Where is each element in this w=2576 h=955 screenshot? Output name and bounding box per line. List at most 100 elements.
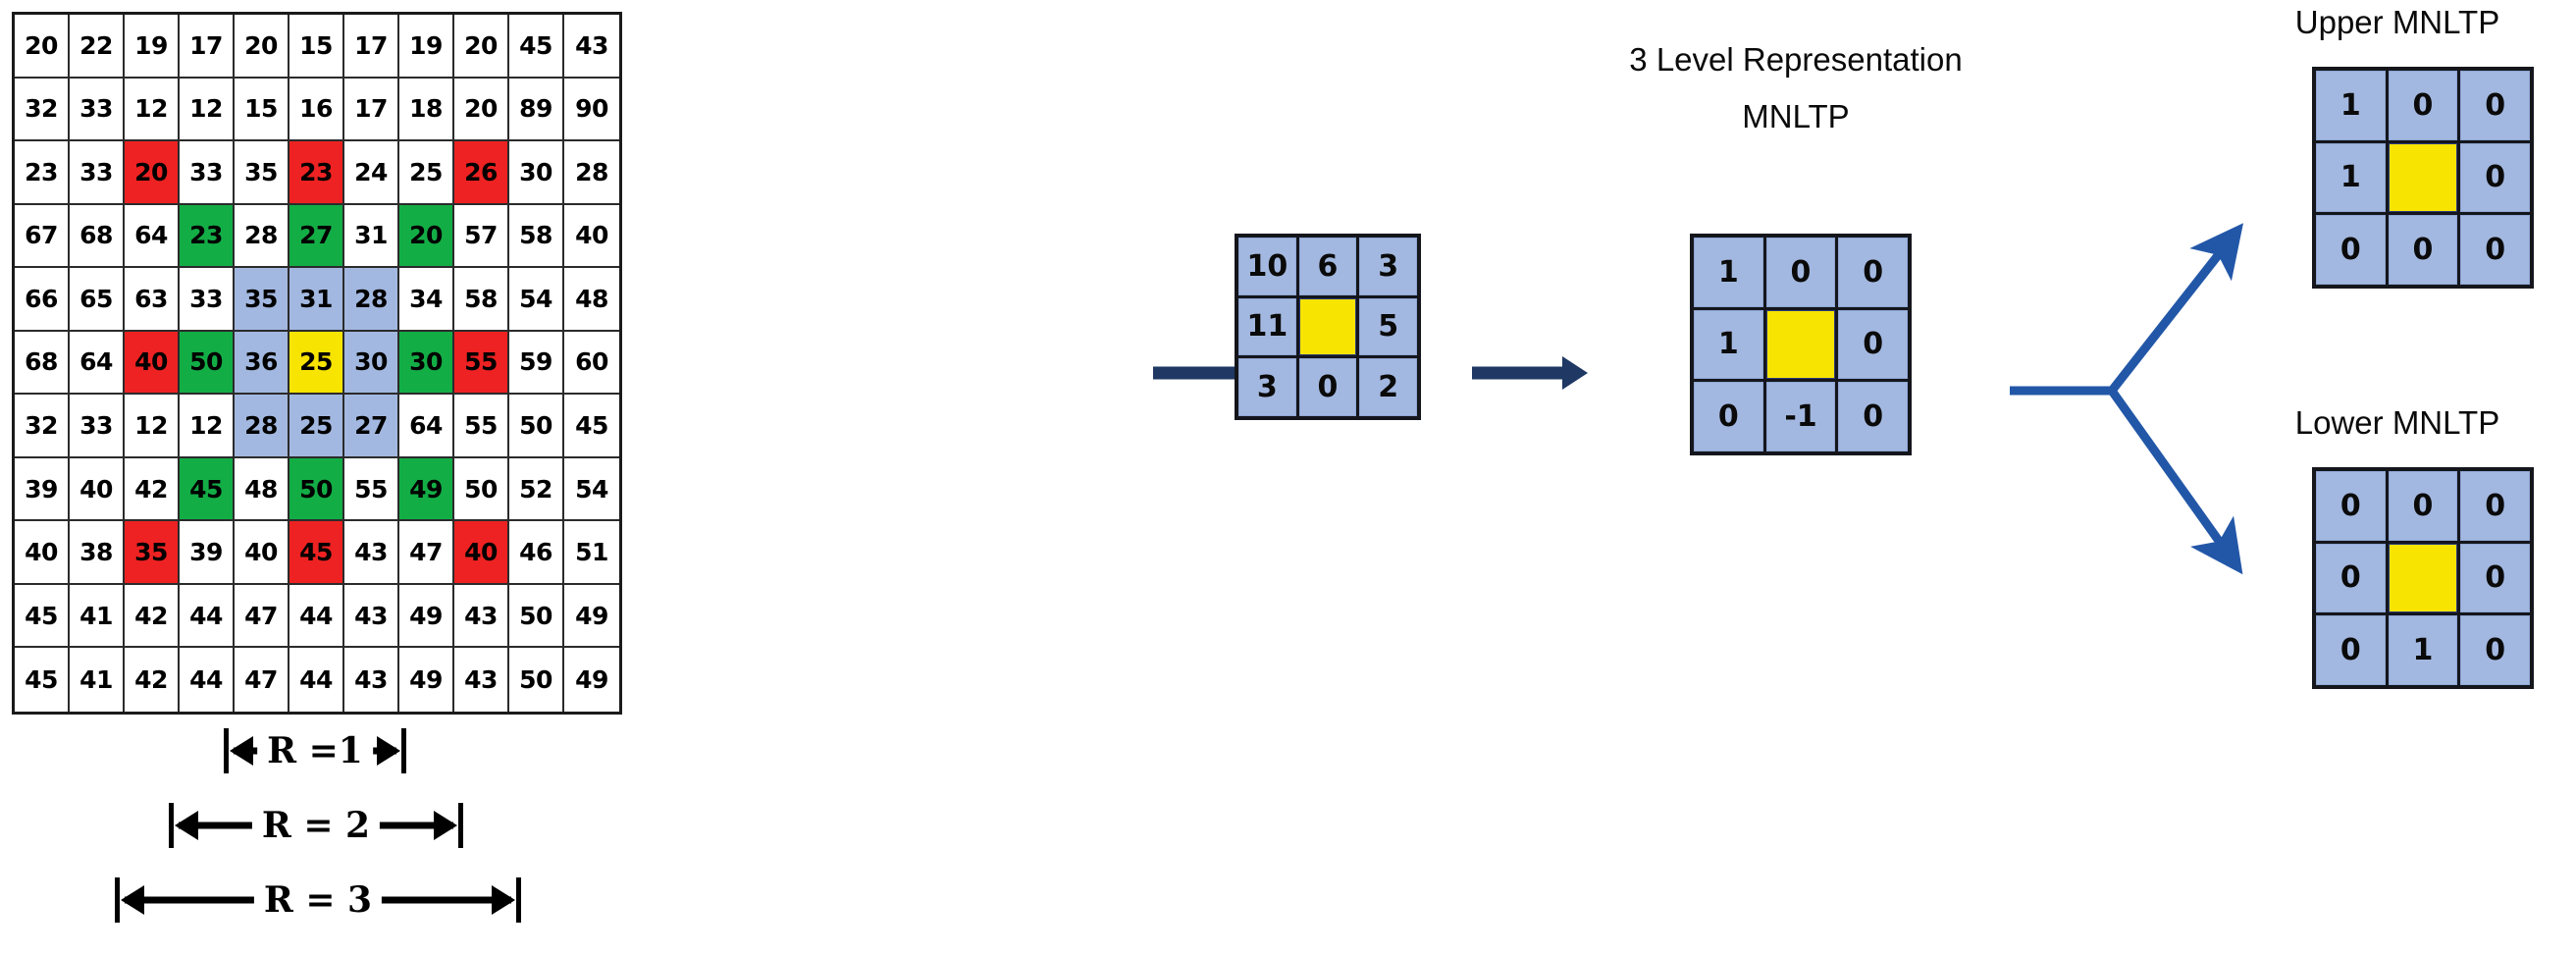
r2-left-arrowhead [175,811,198,840]
pixel-cell: 36 [235,331,289,396]
pixel-cell: 33 [70,78,125,142]
r2-right-cap [458,803,463,848]
matrix-center-cell [1765,309,1836,380]
radius-indicator-r1: R =1 [224,728,406,773]
r2-label: R = 2 [251,805,381,846]
matrix-cell: 1 [2316,71,2386,140]
pixel-cell: 60 [564,331,619,396]
pixel-cell: 33 [180,141,235,205]
pixel-cell: 51 [564,521,619,585]
r1-right-arrowhead [377,736,400,766]
pixel-cell: 54 [564,457,619,522]
r1-left-arrowhead [230,736,253,766]
pixel-cell: 64 [125,204,180,269]
pixel-cell: 45 [289,521,344,585]
r3-left-arrowhead [121,885,144,915]
pixel-cell: 23 [289,141,344,205]
pixel-cell: 30 [509,141,564,205]
pixel-cell: 58 [454,268,509,332]
pixel-cell: 19 [125,15,180,79]
matrix-cell: 1 [2316,142,2386,213]
matrix-cell: 0 [2316,215,2386,285]
r2-left-cap [169,803,174,848]
pixel-cell: 52 [509,457,564,522]
radius-indicator-r2: R = 2 [169,803,463,848]
matrix-cell: 0 [2316,615,2386,685]
matrix-cell: 0 [1694,382,1763,451]
pixel-cell: 67 [15,204,70,269]
pixel-cell: 65 [70,268,125,332]
pixel-cell: 45 [564,395,619,458]
pixel-cell: 35 [235,268,289,332]
pixel-cell: 40 [454,521,509,585]
pixel-cell: 50 [509,648,564,712]
pixel-cell: 68 [70,204,125,269]
pixel-cell: 34 [399,268,454,332]
pixel-cell: 35 [235,141,289,205]
pixel-cell: 45 [15,648,70,712]
matrix-cell: 2 [1359,358,1417,416]
arrow-neighborhood-to-mnltp [1472,355,1588,391]
lower-mnltp-title: Lower MNLTP [2294,404,2500,441]
pixel-cell: 44 [180,648,235,712]
matrix-cell: 0 [1838,382,1908,451]
matrix-cell: 0 [2316,543,2386,613]
matrix-cell: 0 [2388,215,2458,285]
pixel-cell: 49 [564,584,619,649]
pixel-cell: 50 [454,457,509,522]
pixel-cell: 43 [454,648,509,712]
matrix-cell: 6 [1298,238,1357,295]
pixel-cell: 49 [399,457,454,522]
pixel-cell: 19 [399,15,454,79]
matrix-cell: 3 [1238,358,1296,416]
pixel-cell: 20 [454,15,509,79]
mnltp-title-line1: 3 Level Representation [1629,41,1963,78]
pixel-cell: 43 [344,584,399,649]
pixel-cell: 30 [399,331,454,396]
pixel-cell: 48 [235,457,289,522]
pixel-cell: 31 [344,204,399,269]
pixel-cell: 26 [454,141,509,205]
r1-left-cap [224,728,229,773]
matrix-center-cell [2388,142,2458,213]
pixel-cell: 47 [235,648,289,712]
pixel-cell: 24 [344,141,399,205]
pixel-cell: 50 [509,584,564,649]
pixel-cell: 49 [564,648,619,712]
matrix-cell: 0 [2460,543,2530,613]
pixel-cell: 18 [399,78,454,142]
pixel-cell: 39 [180,521,235,585]
pixel-cell: 47 [399,521,454,585]
pixel-cell: 54 [509,268,564,332]
matrix-cell: 0 [2460,215,2530,285]
upper-mnltp-title: Upper MNLTP [2294,4,2500,40]
radius-indicator-r3: R = 3 [115,877,521,923]
pixel-cell: 44 [180,584,235,649]
pixel-cell: 47 [235,584,289,649]
pixel-cell: 59 [509,331,564,396]
pixel-cell: 44 [289,648,344,712]
r2-right-arrowhead [434,811,457,840]
pixel-cell: 48 [564,268,619,332]
pixel-cell: 40 [15,521,70,585]
pixel-cell: 55 [454,331,509,396]
pixel-cell: 33 [70,395,125,458]
matrix-cell: 0 [2460,71,2530,140]
pixel-cell: 50 [509,395,564,458]
matrix-cell: 1 [1694,238,1763,307]
pixel-cell: 42 [125,584,180,649]
pixel-cell: 20 [454,78,509,142]
matrix-cell: 5 [1359,297,1417,356]
mnltp-title-line2: MNLTP [1742,98,1850,134]
matrix-cell: 0 [2388,71,2458,140]
arrow-shaft [1472,366,1565,380]
pixel-cell: 35 [125,521,180,585]
pixel-cell: 28 [344,268,399,332]
pixel-cell: 15 [235,78,289,142]
pixel-cell: 12 [125,395,180,458]
pixel-cell: 89 [509,78,564,142]
matrix-cell: 1 [1694,309,1763,380]
